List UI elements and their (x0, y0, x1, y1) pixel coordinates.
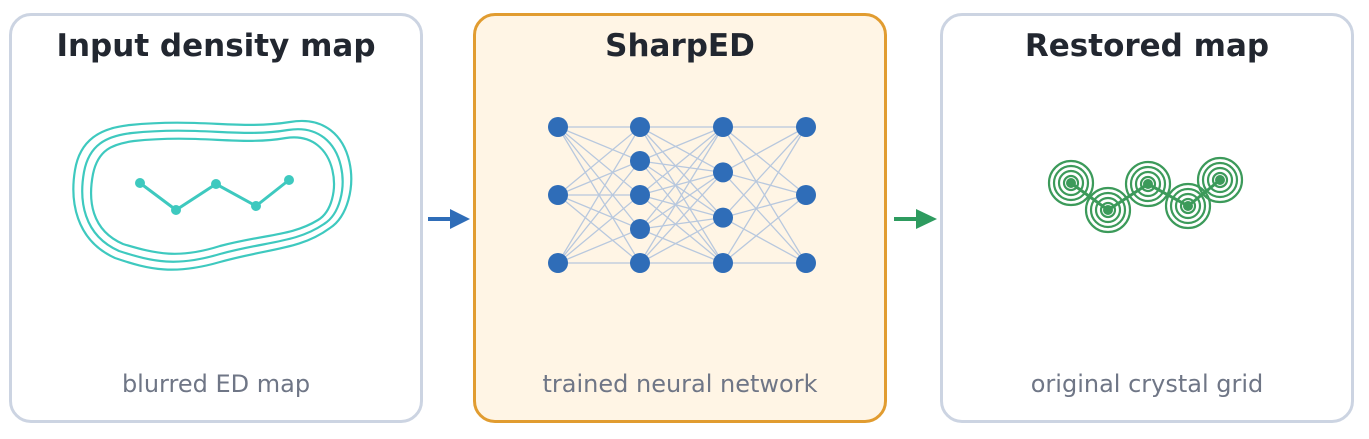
model-panel-caption: trained neural network (542, 370, 818, 398)
nn-edge (722, 126, 807, 196)
nn-edge (639, 126, 724, 162)
neural-network-nodes (548, 117, 816, 273)
nn-edge (557, 126, 641, 264)
restored-contour (1201, 161, 1239, 199)
output-panel-caption: original crystal grid (1030, 370, 1264, 398)
nn-node (548, 253, 568, 273)
output-panel-title: Restored map (1024, 28, 1270, 64)
restored-atom (1143, 179, 1153, 189)
nn-edge (722, 126, 807, 264)
nn-node (796, 185, 816, 205)
restored-contour (1089, 191, 1127, 229)
restored-contour (1129, 165, 1167, 203)
nn-edge (639, 126, 724, 173)
restored-contour (1057, 169, 1085, 197)
model-panel: SharpED trained neural network (473, 13, 887, 423)
restored-atom (1066, 178, 1076, 188)
arrow-input-to-model (428, 209, 470, 229)
nn-node (713, 207, 733, 228)
nn-edge (557, 160, 641, 264)
nn-edge (639, 126, 724, 230)
restored-contour (1062, 174, 1080, 192)
input-panel-caption: blurred ED map (121, 370, 311, 398)
nn-edge (557, 126, 641, 162)
nn-node (630, 253, 650, 273)
nn-node (796, 117, 816, 137)
nn-edge (557, 160, 641, 196)
nn-edge (639, 160, 724, 264)
arrow-model-to-output (894, 209, 937, 229)
restored-contour (1179, 197, 1197, 215)
restored-contour (1211, 171, 1229, 189)
restored-atom (1183, 201, 1193, 211)
restored-contour (1164, 182, 1212, 230)
nn-edge (639, 194, 724, 264)
neural-network-edges (557, 126, 807, 264)
nn-edge (639, 217, 724, 230)
restored-contour (1206, 166, 1234, 194)
nn-edge (639, 228, 724, 264)
output-panel: Restored map original crystal grid (940, 13, 1354, 423)
restored-atom (1103, 205, 1113, 215)
nn-edge (722, 194, 807, 264)
nn-node (713, 162, 733, 183)
nn-edge (639, 126, 724, 264)
nn-node (796, 253, 816, 273)
input-panel-title: Input density map (56, 28, 376, 64)
nn-edge (639, 171, 724, 264)
nn-node (713, 253, 733, 273)
restored-density-contours (1047, 156, 1244, 234)
nn-node (713, 117, 733, 137)
restored-contour (1174, 192, 1202, 220)
nn-edge (722, 171, 807, 196)
nn-edge (722, 126, 807, 173)
restored-contour (1052, 164, 1090, 202)
nn-edge (639, 217, 724, 264)
model-panel-title: SharpED (605, 28, 755, 64)
restored-contour (1124, 160, 1172, 208)
nn-edge (722, 194, 807, 219)
nn-node (630, 219, 650, 239)
nn-node (630, 151, 650, 171)
blurred-density-contours (72, 119, 353, 271)
nn-node (630, 185, 650, 205)
nn-node (548, 185, 568, 205)
nn-node (548, 117, 568, 137)
nn-edge (557, 228, 641, 264)
nn-edge (639, 160, 724, 219)
nn-edge (557, 194, 641, 264)
restored-contour (1047, 159, 1095, 207)
nn-edge (639, 171, 724, 230)
restored-contour (1169, 187, 1207, 225)
restored-contour (1099, 201, 1117, 219)
nn-edge (639, 160, 724, 173)
nn-edge (722, 126, 807, 219)
restored-atom (1215, 175, 1225, 185)
nn-edge (639, 126, 724, 196)
nn-edge (639, 126, 724, 219)
restored-atom-chain (1066, 175, 1225, 215)
blurred-atom-chain (135, 175, 294, 215)
restored-contour (1196, 156, 1244, 204)
nn-edge (639, 171, 724, 196)
nn-edge (557, 126, 641, 196)
restored-contour (1139, 175, 1157, 193)
nn-edge (722, 171, 807, 264)
restored-contour (1094, 196, 1122, 224)
restored-contour (1084, 186, 1132, 234)
restored-contour (1134, 170, 1162, 198)
nn-edge (722, 217, 807, 264)
nn-edge (639, 194, 724, 219)
nn-node (630, 117, 650, 137)
